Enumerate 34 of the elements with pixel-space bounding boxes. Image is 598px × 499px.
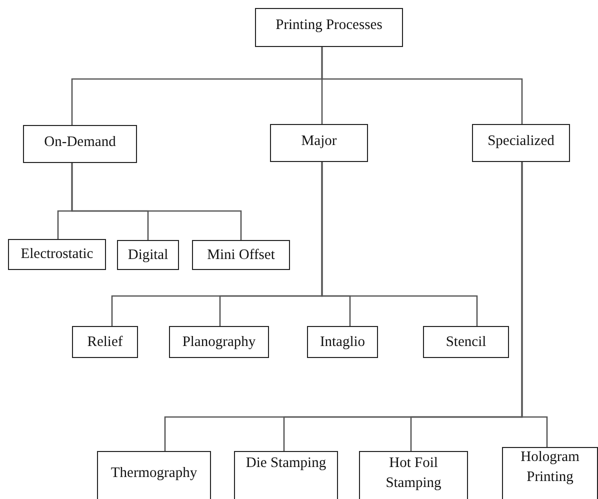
category-box (270, 124, 368, 162)
node-label: Digital (128, 246, 168, 265)
category-box (192, 240, 290, 270)
node-label: Hologram Printing (520, 448, 580, 487)
connector-line (521, 162, 548, 447)
node-label: Planography (182, 333, 256, 352)
category-box (502, 447, 598, 499)
category-box (255, 8, 403, 47)
node-label: Intaglio (320, 333, 366, 352)
category-box (72, 326, 138, 358)
category-box (23, 125, 137, 163)
node-label: Major (301, 132, 337, 151)
node-label: Mini Offset (207, 246, 275, 265)
node-label: Stencil (446, 333, 486, 352)
node-label: On-Demand (44, 133, 116, 152)
node-label: Hot Foil Stamping (384, 454, 442, 493)
category-box (8, 239, 106, 270)
category-box (117, 240, 179, 270)
node-label: Relief (87, 333, 123, 352)
category-box (307, 326, 378, 358)
connector-line (321, 162, 478, 326)
node-label: Electrostatic (20, 245, 94, 264)
node-label: Printing Processes (276, 16, 382, 35)
category-box (472, 124, 570, 162)
category-box (169, 326, 269, 358)
category-box (359, 451, 468, 499)
category-box (423, 326, 509, 358)
node-label: Specialized (488, 132, 554, 151)
connector-line (321, 47, 523, 124)
category-box (97, 451, 211, 499)
connector-line (71, 163, 242, 240)
node-label: Thermography (110, 464, 198, 483)
category-box (234, 451, 338, 499)
node-label: Die Stamping (246, 454, 326, 473)
